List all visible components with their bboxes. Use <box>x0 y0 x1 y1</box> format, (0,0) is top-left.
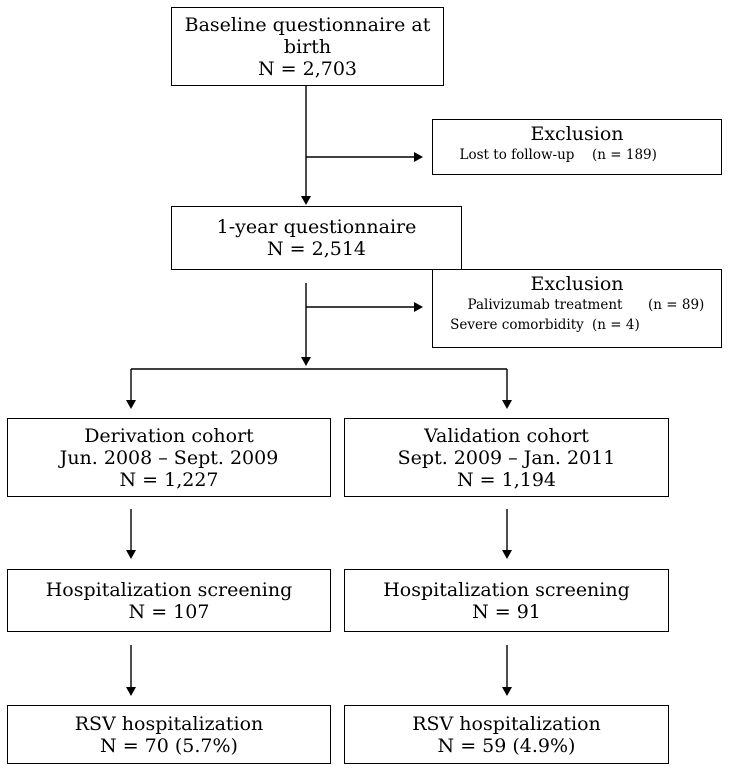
arrowhead-validation <box>502 400 512 409</box>
derivation-box: Derivation cohort Jun. 2008 – Sept. 2009… <box>7 418 331 497</box>
arrowhead-exclusion1 <box>414 152 423 162</box>
screening-right-box: Hospitalization screening N = 91 <box>344 569 669 632</box>
year1-box: 1-year questionnaire N = 2,514 <box>171 206 462 270</box>
exclusion2-row-1: Palivizumab treatment (n = 89) <box>433 295 705 315</box>
validation-n: N = 1,194 <box>456 468 557 491</box>
exclusion1-count: (n = 189) <box>592 147 657 163</box>
validation-box: Validation cohort Sept. 2009 – Jan. 2011… <box>344 418 669 497</box>
arrowhead-rsv-right <box>502 687 512 696</box>
exclusion2-title: Exclusion <box>530 273 624 295</box>
baseline-line2: birth <box>283 35 332 58</box>
screening-left-title: Hospitalization screening <box>45 578 293 601</box>
derivation-title: Derivation cohort <box>84 424 254 447</box>
arrowhead-year1 <box>301 196 311 205</box>
baseline-box: Baseline questionnaire at birth N = 2,70… <box>171 7 444 86</box>
exclusion2-count-2: (n = 4) <box>592 317 640 333</box>
exclusion1-title: Exclusion <box>530 123 624 145</box>
validation-period: Sept. 2009 – Jan. 2011 <box>397 446 616 469</box>
baseline-n: N = 2,703 <box>257 57 358 80</box>
exclusion1-label: Lost to follow-up <box>459 147 575 163</box>
screening-right-title: Hospitalization screening <box>383 578 630 601</box>
exclusion2-label-2: Severe comorbidity <box>450 317 584 333</box>
exclusion1-row: Lost to follow-up (n = 189) <box>433 145 657 165</box>
rsv-right-title: RSV hospitalization <box>412 712 601 735</box>
rsv-left-n: N = 70 (5.7%) <box>100 734 238 757</box>
exclusion2-label-1: Palivizumab treatment <box>467 297 623 313</box>
rsv-right-n: N = 59 (4.9%) <box>437 734 576 757</box>
rsv-left-box: RSV hospitalization N = 70 (5.7%) <box>7 705 331 764</box>
baseline-line1: Baseline questionnaire at <box>184 13 431 36</box>
exclusion1-box: Exclusion Lost to follow-up (n = 189) <box>432 119 722 175</box>
arrowhead-rsv-left <box>126 687 136 696</box>
screening-right-n: N = 91 <box>472 600 541 623</box>
year1-n: N = 2,514 <box>266 238 367 260</box>
exclusion2-row-2: Severe comorbidity (n = 4) <box>433 315 640 335</box>
derivation-period: Jun. 2008 – Sept. 2009 <box>59 446 279 469</box>
arrowhead-screening-left <box>126 550 136 559</box>
arrowhead-exclusion2 <box>414 302 423 312</box>
rsv-right-box: RSV hospitalization N = 59 (4.9%) <box>344 705 669 764</box>
arrowhead-split <box>301 357 311 366</box>
arrowhead-derivation <box>126 400 136 409</box>
year1-line1: 1-year questionnaire <box>216 216 417 238</box>
arrowhead-screening-right <box>502 550 512 559</box>
screening-left-box: Hospitalization screening N = 107 <box>7 569 331 632</box>
rsv-left-title: RSV hospitalization <box>74 712 264 735</box>
exclusion2-count-1: (n = 89) <box>648 297 705 313</box>
screening-left-n: N = 107 <box>128 600 210 623</box>
exclusion2-box: Exclusion Palivizumab treatment(n = 89) … <box>432 269 722 348</box>
derivation-n: N = 1,227 <box>119 468 219 491</box>
validation-title: Validation cohort <box>424 424 589 447</box>
